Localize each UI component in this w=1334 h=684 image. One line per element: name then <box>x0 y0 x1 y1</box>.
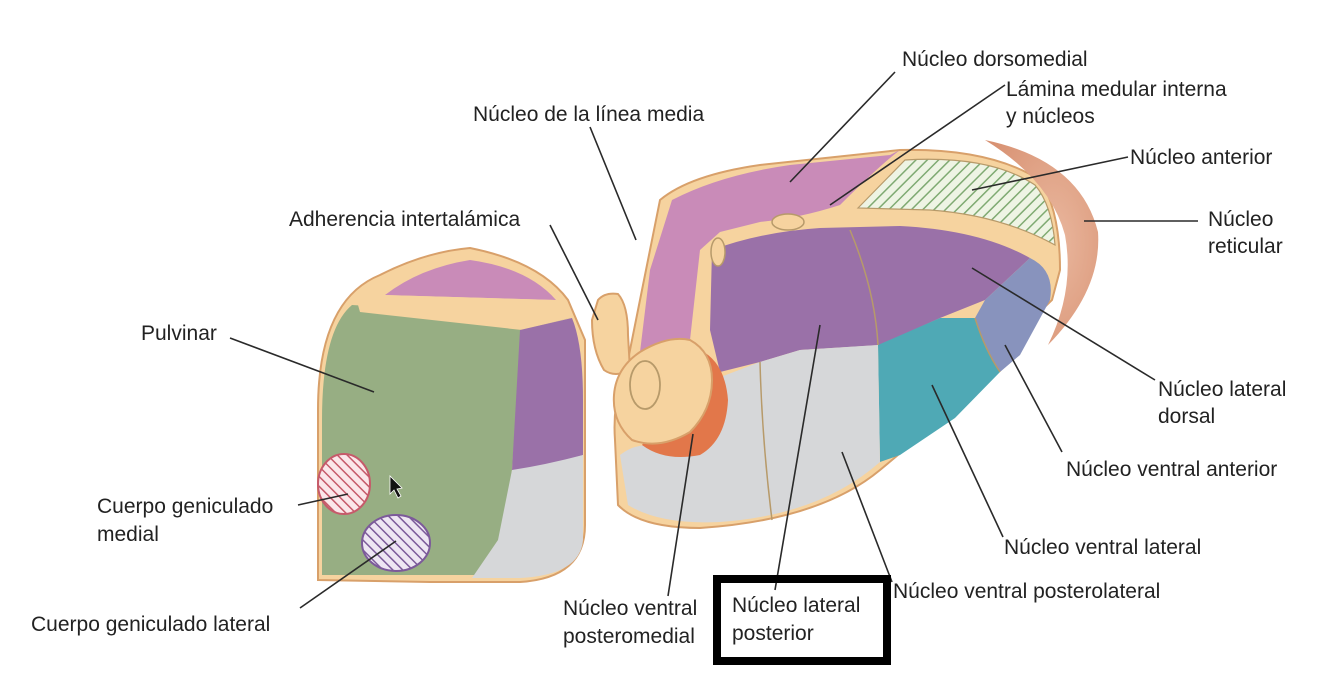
leader-geniculado-medial <box>297 493 349 506</box>
label-adherencia: Adherencia intertalámica <box>289 208 520 231</box>
leader-ventral-posteromedial <box>667 433 694 597</box>
thalamus-body <box>590 140 1099 530</box>
leader-linea-media <box>589 126 637 241</box>
label-ventral-posteromedial-line1: Núcleo ventral <box>563 597 697 620</box>
medial-geniculate-body <box>317 453 371 515</box>
leader-lateral-posterior <box>774 324 821 591</box>
leader-lateral-dorsal <box>971 267 1156 381</box>
anterior-nucleus <box>856 158 1056 247</box>
seam-3 <box>974 317 1001 373</box>
leader-ventral-lateral <box>931 384 1004 538</box>
interthalamic-adhesion <box>590 292 632 375</box>
ventral-lateral-nucleus <box>878 318 1000 462</box>
seam-1 <box>849 229 879 346</box>
pulvinar-magenta-cap <box>385 260 556 300</box>
label-geniculado-medial-line2: medial <box>97 523 159 546</box>
label-ventral-posteromedial-line2: posteromedial <box>563 625 695 648</box>
reticular-nucleus <box>985 140 1099 345</box>
label-ventral-anterior: Núcleo ventral anterior <box>1066 458 1277 481</box>
label-pulvinar: Pulvinar <box>141 322 217 345</box>
leader-geniculado-lateral <box>299 540 397 609</box>
leader-ventral-anterior <box>1004 344 1063 453</box>
leader-lines <box>229 71 1198 609</box>
leader-adherencia <box>549 224 599 321</box>
lamina-oval-small <box>629 360 661 410</box>
label-linea-media: Núcleo de la línea media <box>473 103 704 126</box>
ventral-posterolateral-nucleus <box>620 345 880 523</box>
label-ventral-lateral: Núcleo ventral lateral <box>1004 536 1201 559</box>
posterior-grey-region <box>472 455 583 578</box>
label-geniculado-lateral: Cuerpo geniculado lateral <box>31 613 270 636</box>
label-reticular-line1: Núcleo <box>1208 208 1273 231</box>
label-lamina-line1: Lámina medular interna <box>1006 78 1227 101</box>
label-ventral-posterolateral: Núcleo ventral posterolateral <box>893 580 1160 603</box>
ventral-anterior-nucleus <box>975 258 1051 372</box>
label-reticular-line2: reticular <box>1208 235 1283 258</box>
leader-dorsomedial <box>789 71 896 183</box>
labels: Núcleo dorsomedial Lámina medular intern… <box>31 48 1286 648</box>
posterior-purple-region <box>512 318 583 470</box>
highlight-box <box>713 575 891 665</box>
lamina-oval-top <box>771 213 805 231</box>
lateral-purple-region <box>710 226 1030 372</box>
pulvinar-region <box>322 305 570 575</box>
label-lateral-posterior-line1: Núcleo lateral <box>732 594 860 617</box>
label-anterior: Núcleo anterior <box>1130 146 1272 169</box>
label-lateral-posterior-line2: posterior <box>732 622 814 645</box>
pulvinar-lamina-band <box>358 295 570 330</box>
label-dorsomedial: Núcleo dorsomedial <box>902 48 1088 71</box>
seam-2 <box>759 361 773 521</box>
label-lateral-dorsal-line1: Núcleo lateral <box>1158 378 1286 401</box>
posterior-block <box>317 246 586 583</box>
midline-lamina-loop <box>612 337 714 445</box>
mouse-cursor-icon <box>389 475 403 499</box>
label-lamina-line2: y núcleos <box>1006 105 1095 128</box>
leader-lamina <box>829 84 1006 206</box>
label-lateral-dorsal-line2: dorsal <box>1158 405 1215 428</box>
lateral-geniculate-body <box>361 514 431 572</box>
label-geniculado-medial-line1: Cuerpo geniculado <box>97 495 273 518</box>
lamina-oval-mid <box>710 237 726 267</box>
leader-ventral-posterolateral <box>841 451 893 583</box>
leader-anterior <box>971 156 1129 191</box>
leader-pulvinar <box>229 337 375 393</box>
